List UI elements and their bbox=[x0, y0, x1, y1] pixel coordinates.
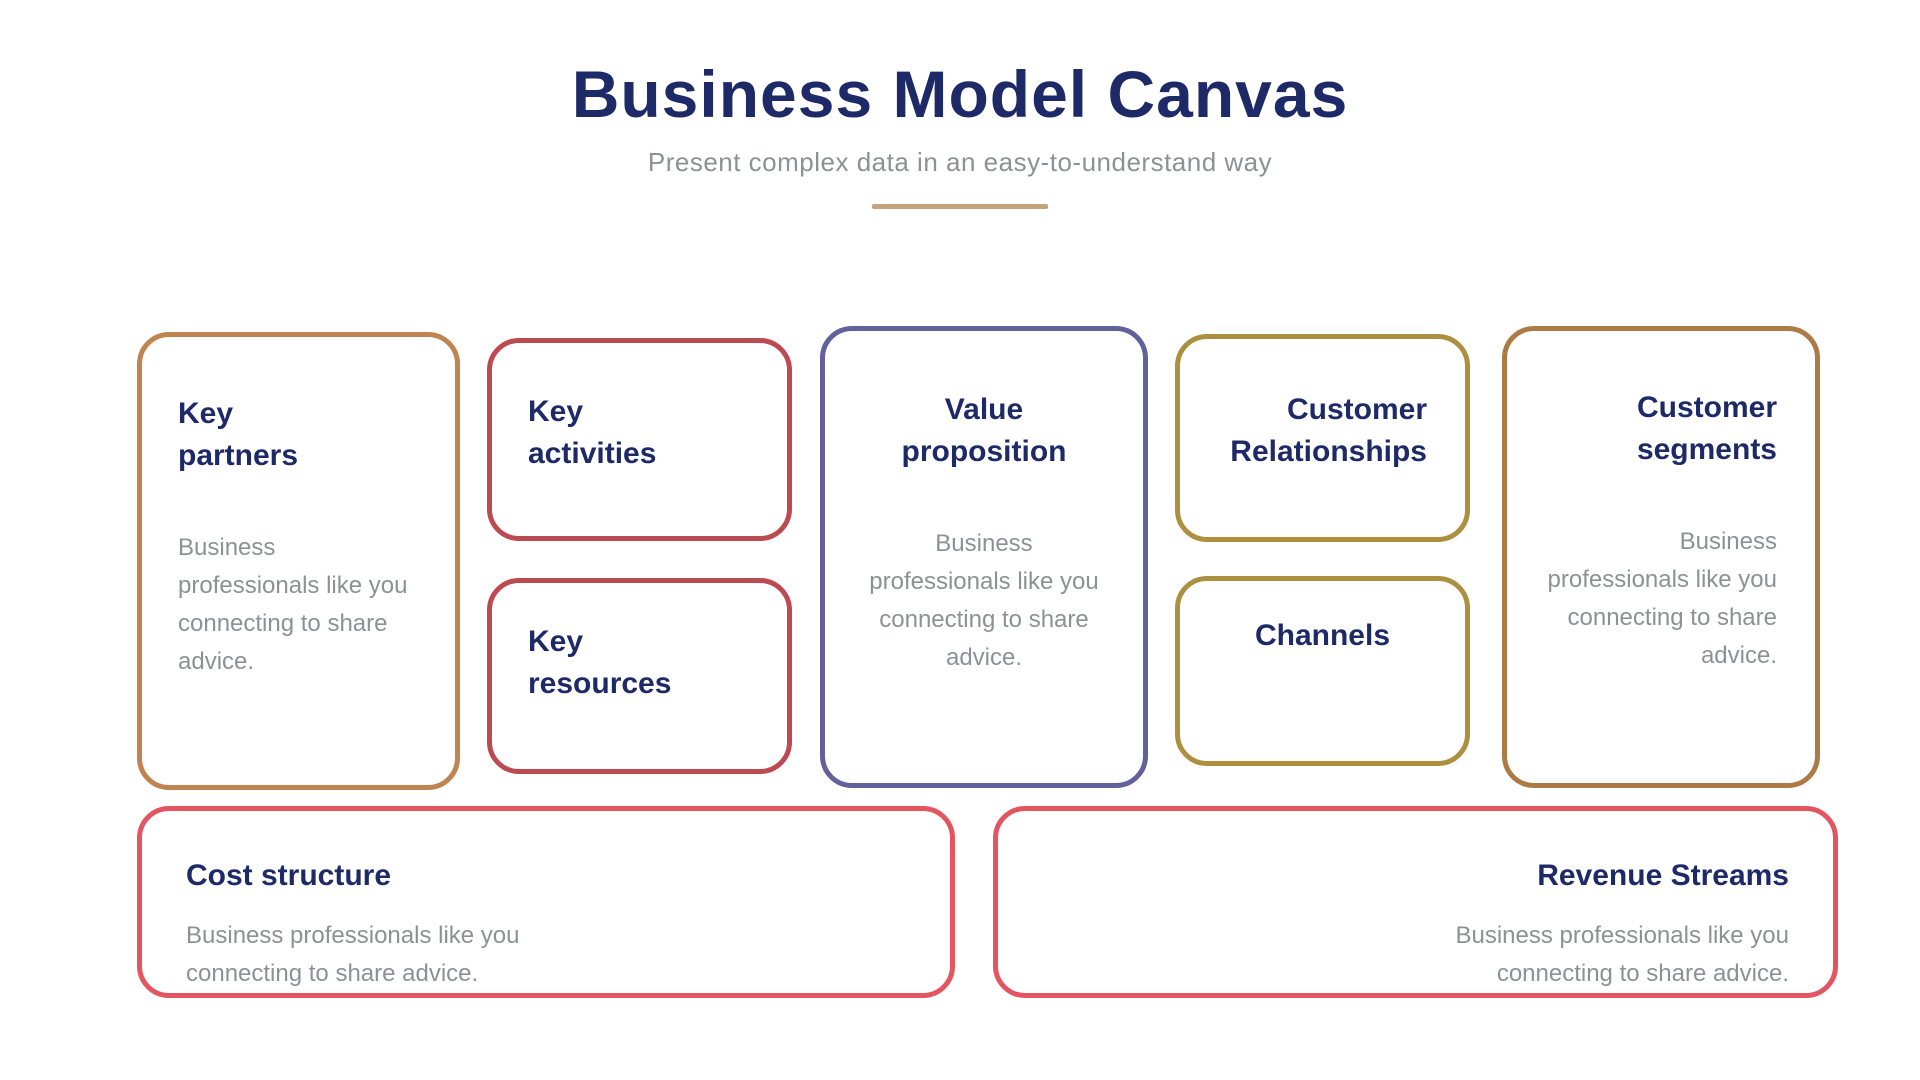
slide-header: Business Model Canvas Present complex da… bbox=[0, 0, 1920, 209]
box-channels: Channels bbox=[1175, 576, 1470, 766]
cost-structure-title: Cost structure bbox=[186, 859, 392, 892]
box-cost-structure: Cost structure Business professionals li… bbox=[137, 806, 955, 998]
channels-title: Channels bbox=[1254, 619, 1391, 652]
cost-structure-body: Business professionals like you connecti… bbox=[186, 922, 520, 987]
box-customer-relationships: Customer Relationships bbox=[1175, 334, 1470, 542]
value-proposition-title: Value proposition bbox=[901, 393, 1067, 468]
revenue-streams-title: Revenue Streams bbox=[1537, 859, 1789, 892]
page-title: Business Model Canvas bbox=[571, 57, 1349, 131]
customer-segments-title: Customer segments bbox=[1636, 391, 1777, 466]
revenue-streams-body: Business professionals like you connecti… bbox=[1455, 922, 1789, 987]
key-partners-body: Business professionals like you connecti… bbox=[178, 534, 408, 675]
box-value-proposition: Value proposition Business professionals… bbox=[820, 326, 1148, 788]
key-activities-title: Key activities bbox=[528, 395, 657, 470]
key-resources-title: Key resources bbox=[528, 625, 672, 700]
box-customer-segments: Customer segments Business professionals… bbox=[1502, 326, 1820, 788]
box-key-activities: Key activities bbox=[487, 338, 792, 541]
customer-segments-body: Business professionals like you connecti… bbox=[1547, 528, 1777, 669]
customer-relationships-title: Customer Relationships bbox=[1230, 393, 1427, 468]
value-proposition-body: Business professionals like you connecti… bbox=[869, 530, 1099, 671]
key-partners-title: Key partners bbox=[178, 397, 299, 472]
box-key-resources: Key resources bbox=[487, 578, 792, 774]
title-divider bbox=[872, 203, 1048, 209]
box-key-partners: Key partners Business professionals like… bbox=[137, 332, 460, 790]
page-subtitle: Present complex data in an easy-to-under… bbox=[647, 146, 1273, 177]
box-revenue-streams: Revenue Streams Business professionals l… bbox=[993, 806, 1838, 998]
